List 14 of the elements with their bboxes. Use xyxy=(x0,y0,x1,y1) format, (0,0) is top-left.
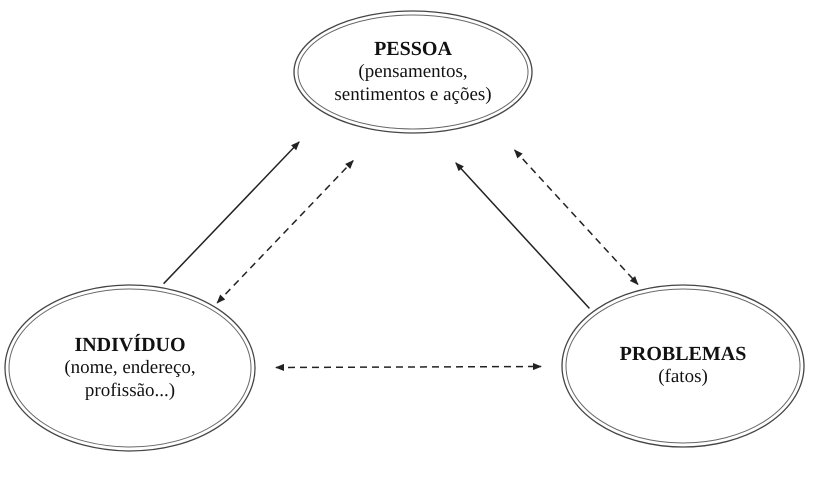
node-description: (pensamentos, sentimentos e ações) xyxy=(333,60,493,106)
node-description: (fatos) xyxy=(658,366,708,389)
node-title: INDIVÍDUO xyxy=(74,334,186,357)
arrow xyxy=(455,162,590,309)
arrow xyxy=(275,362,542,372)
ellipse-node xyxy=(4,284,256,452)
node-title: PROBLEMAS xyxy=(620,343,746,366)
ellipse-node xyxy=(561,284,805,448)
node-title: PESSOA xyxy=(374,38,452,61)
ellipse-node xyxy=(293,10,533,134)
arrow xyxy=(514,149,638,286)
node-description: (nome, endereço, profissão...) xyxy=(63,356,197,402)
arrow xyxy=(216,160,354,304)
arrow xyxy=(163,141,300,284)
